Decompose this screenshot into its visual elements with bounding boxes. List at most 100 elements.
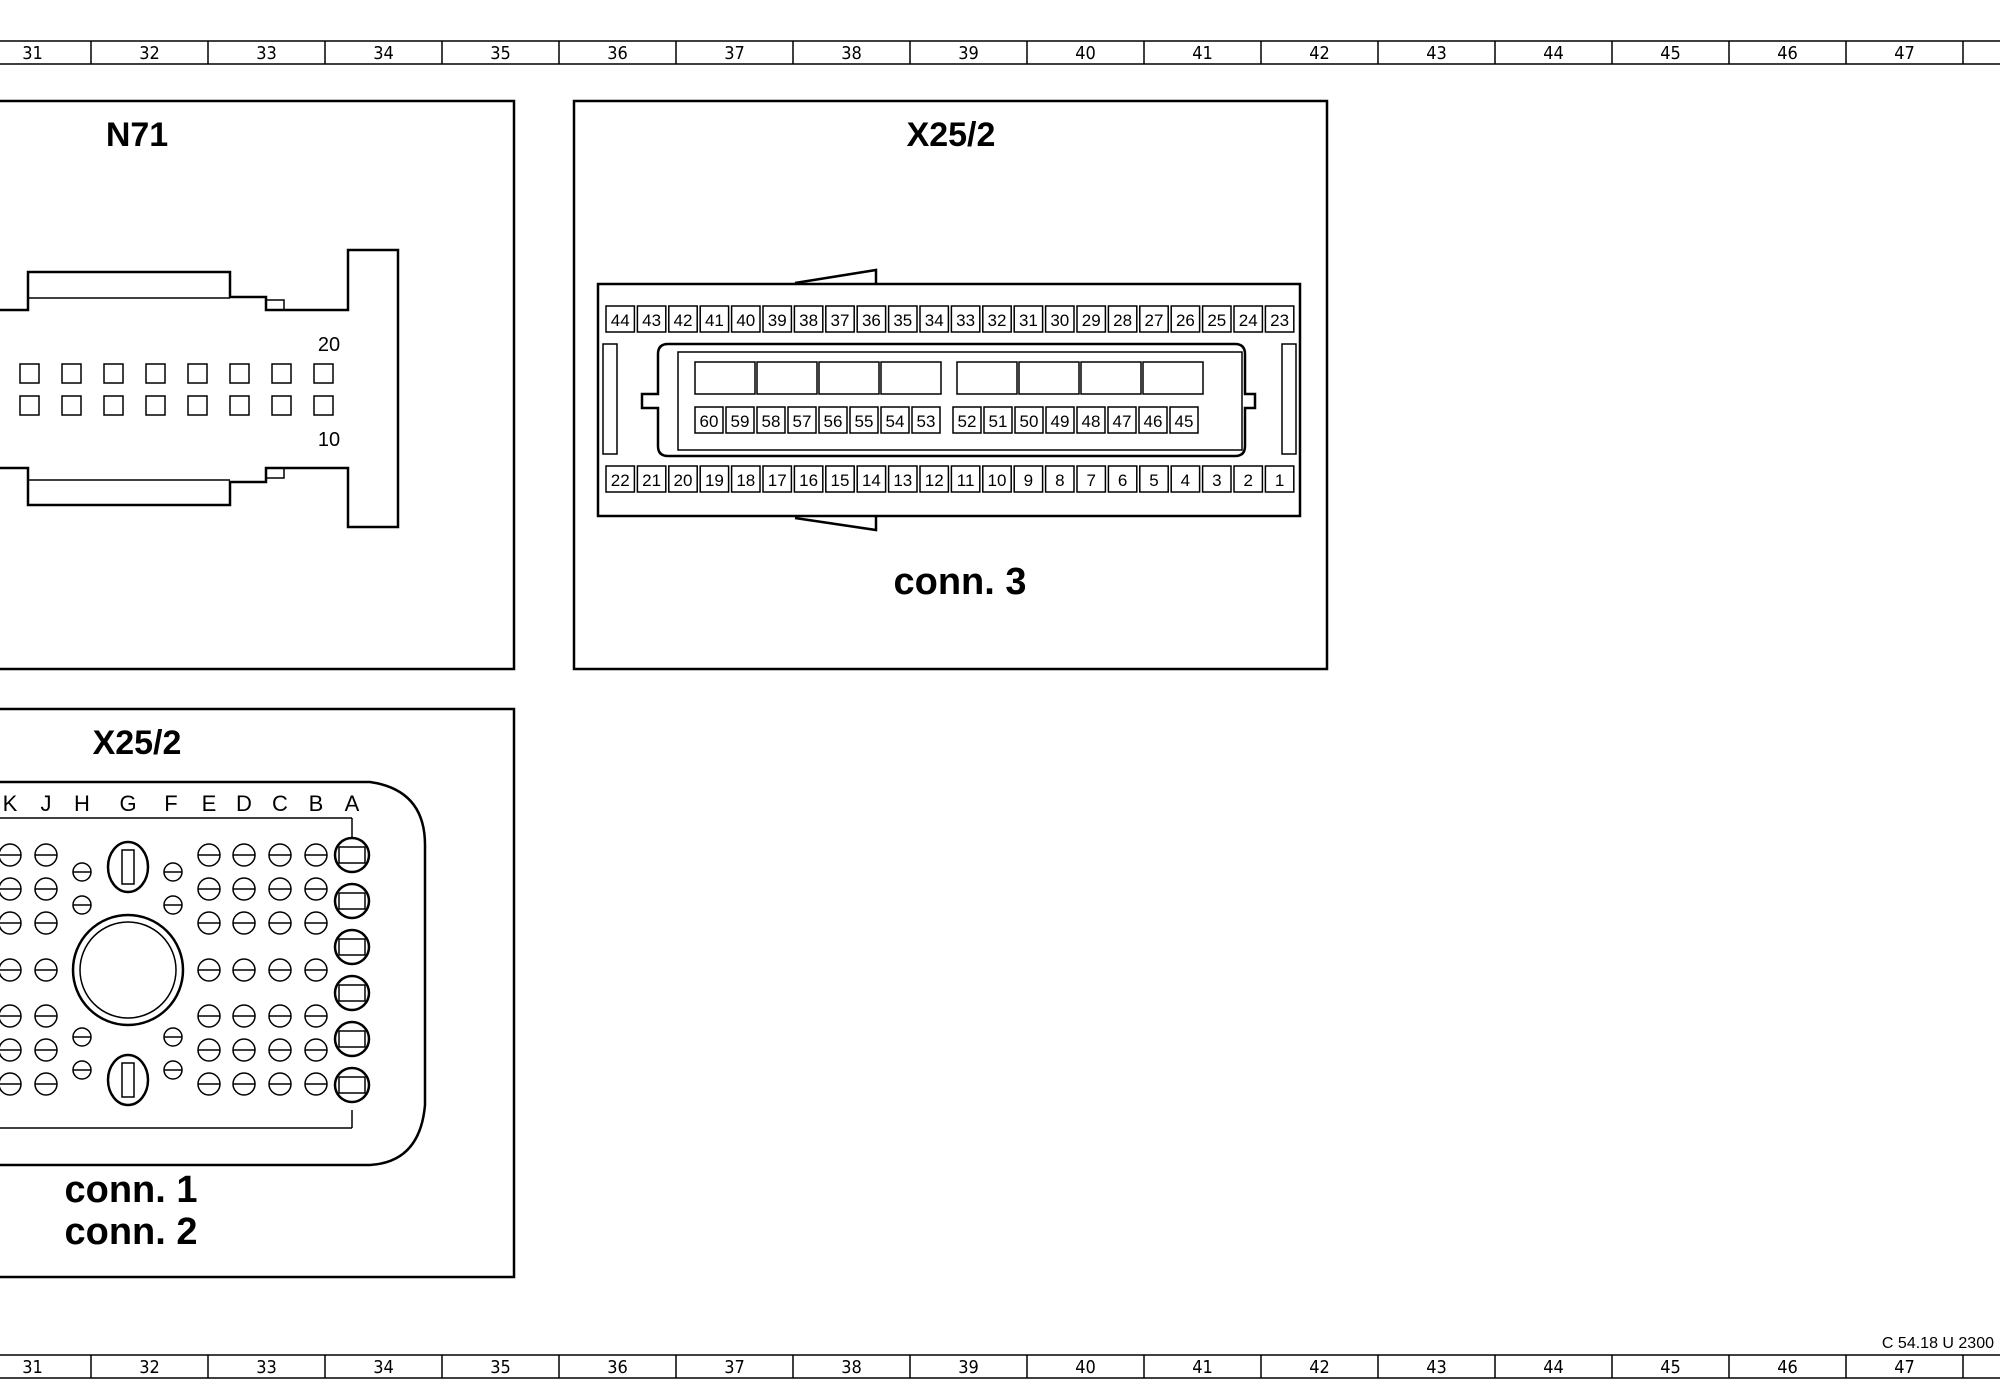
conn12-column-letter: A	[345, 791, 360, 816]
n71-pin-cavity	[61, 363, 82, 384]
ruler-column-number: 34	[373, 1357, 394, 1378]
conn3-pin	[725, 406, 755, 434]
conn3-pin	[699, 305, 730, 333]
conn3-pin	[1170, 465, 1201, 493]
ruler-column-number: 34	[373, 43, 394, 64]
ruler-column-number: 43	[1426, 1357, 1447, 1378]
n71-pin-cavity	[229, 395, 250, 416]
ruler-column-number: 46	[1777, 1357, 1798, 1378]
conn3-pin	[1264, 305, 1295, 333]
conn12-pin-field	[0, 836, 371, 1104]
conn3-pin	[950, 465, 981, 493]
n71-connector-housing	[0, 248, 400, 529]
ruler-column-number: 40	[1075, 1357, 1096, 1378]
conn3-pin	[1076, 305, 1107, 333]
conn3-pin-number: 59	[731, 412, 750, 431]
ruler-column-number: 31	[22, 1357, 43, 1378]
conn3-pin	[982, 465, 1012, 493]
ruler-column-number: 47	[1894, 1357, 1915, 1378]
conn3-pin-number: 23	[1270, 311, 1289, 330]
conn3-pin	[1076, 406, 1106, 434]
conn3-pin-number: 16	[799, 471, 818, 490]
conn12-column-letter: C	[272, 791, 288, 816]
n71-pin-cavity	[229, 363, 250, 384]
conn3-pin	[1233, 465, 1264, 493]
n71-pin-cavity	[19, 395, 40, 416]
conn3-pin	[1044, 305, 1075, 333]
conn3-pin	[605, 465, 636, 493]
ruler-column-number: 32	[139, 43, 160, 64]
conn3-pin-number: 35	[893, 311, 912, 330]
n71-pin-cavity	[271, 363, 292, 384]
n71-pin-label-10: 10	[318, 429, 340, 451]
conn3-pin-number: 6	[1118, 471, 1127, 490]
conn3-pin-number: 33	[956, 311, 975, 330]
n71-pin-cavity	[271, 395, 292, 416]
ruler-column-number: 32	[139, 1357, 160, 1378]
conn3-pin	[1014, 406, 1044, 434]
conn3-pin-number: 37	[831, 311, 850, 330]
conn12-caption-1: conn. 1	[64, 1169, 197, 1211]
conn3-pin-number: 46	[1144, 412, 1163, 431]
conn3-pin	[1013, 465, 1044, 493]
ruler-column-number: 42	[1309, 43, 1330, 64]
conn3-pin	[825, 305, 855, 333]
conn12-power-pin-mark	[338, 892, 366, 910]
conn3-pin	[849, 406, 879, 434]
conn3-caption: conn. 3	[893, 561, 1026, 603]
conn3-pin-number: 43	[642, 311, 661, 330]
conn3-pin-number: 13	[893, 471, 912, 490]
n71-pin-label-20: 20	[318, 334, 340, 356]
conn3-pin-number: 49	[1051, 412, 1070, 431]
conn12-power-pin-mark	[338, 1030, 366, 1048]
conn3-pin-number: 60	[700, 412, 719, 431]
conn3-pin-number: 52	[958, 412, 977, 431]
conn3-pin	[1169, 406, 1199, 434]
conn3-pin	[952, 406, 982, 434]
conn3-blank-cavity	[694, 361, 756, 395]
conn3-pin	[793, 305, 824, 333]
conn12-power-pin	[333, 1066, 371, 1104]
conn3-pin-number: 24	[1239, 311, 1258, 330]
conn3-pin-number: 21	[642, 471, 661, 490]
n71-pin-cavity	[145, 363, 166, 384]
ruler-column-number: 36	[607, 1357, 628, 1378]
conn12-power-pin	[333, 1020, 371, 1058]
conn12-column-letter: D	[236, 791, 252, 816]
conn12-power-pin	[333, 836, 371, 874]
ruler-column-number: 47	[1894, 43, 1915, 64]
ruler-column-number: 36	[607, 43, 628, 64]
conn3-pin-number: 1	[1275, 471, 1284, 490]
conn3-pin-number: 17	[768, 471, 787, 490]
conn3-pin	[1201, 465, 1232, 493]
conn3-pin-number: 4	[1181, 471, 1190, 490]
conn3-pin	[699, 465, 730, 493]
conn12-power-pin-mark	[338, 846, 366, 864]
conn3-pin-number: 48	[1082, 412, 1101, 431]
ruler-column-number: 45	[1660, 43, 1681, 64]
conn3-pin-number: 3	[1212, 471, 1221, 490]
conn3-pin-number: 22	[611, 471, 630, 490]
conn3-pin-number: 41	[705, 311, 724, 330]
conn3-pin	[950, 305, 981, 333]
conn3-pin	[694, 406, 724, 434]
conn3-pin	[856, 305, 887, 333]
conn3-pin	[1107, 406, 1137, 434]
conn3-housing	[596, 268, 1302, 532]
conn3-pin	[880, 406, 910, 434]
n71-pin-cavity	[145, 395, 166, 416]
conn3-pin	[668, 465, 698, 493]
conn3-pin	[1201, 305, 1232, 333]
conn3-pin-number: 54	[886, 412, 905, 431]
conn3-pin	[1170, 305, 1201, 333]
n71-pin-cavity	[61, 395, 82, 416]
conn12-column-letter: J	[41, 791, 52, 816]
conn3-pin	[1233, 305, 1264, 333]
conn3-pin-number: 34	[925, 311, 944, 330]
ruler-column-number: 43	[1426, 43, 1447, 64]
ruler-column-number: 39	[958, 1357, 979, 1378]
